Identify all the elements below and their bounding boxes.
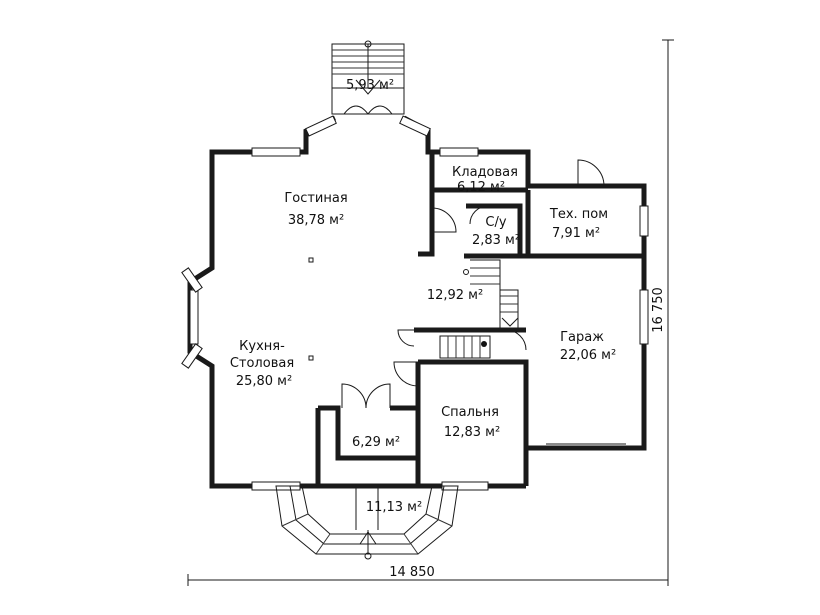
marker — [308, 257, 314, 263]
doors — [341, 159, 605, 409]
room-area-living: 38,78 м² — [288, 213, 344, 228]
marker — [308, 355, 314, 361]
dimension-height: 16 750 — [651, 287, 666, 333]
room-name-living: Гостиная — [284, 191, 347, 206]
room-area-pantry: 6,12 м² — [457, 180, 505, 195]
inner-walls — [315, 152, 644, 486]
room-area-tech: 7,91 м² — [552, 226, 600, 241]
inner-staircase — [439, 259, 519, 359]
room-name-kitchen-2: Столовая — [230, 356, 294, 371]
room-name-bedroom: Спальня — [441, 405, 499, 420]
room-area-kitchen: 25,80 м² — [236, 374, 292, 389]
room-name-pantry: Кладовая — [452, 165, 518, 180]
top-porch-stairs — [331, 40, 405, 115]
room-area-terrace: 11,13 м² — [366, 500, 422, 515]
room-area-garage: 22,06 м² — [560, 348, 616, 363]
room-area-vestibule: 6,29 м² — [352, 435, 400, 450]
room-area-bathroom: 2,83 м² — [472, 233, 520, 248]
room-area-bedroom: 12,83 м² — [444, 425, 500, 440]
room-name-kitchen-1: Кухня- — [239, 339, 285, 354]
dimension-lines — [187, 39, 674, 586]
room-name-tech: Тех. пом — [549, 207, 608, 222]
room-area-hall: 12,92 м² — [427, 288, 483, 303]
room-name-garage: Гараж — [560, 330, 604, 345]
room-name-bathroom: С/у — [485, 215, 506, 230]
room-area-porch-top: 5,93 м² — [346, 78, 394, 93]
bottom-terrace — [275, 485, 459, 560]
dimension-width: 14 850 — [389, 565, 435, 580]
